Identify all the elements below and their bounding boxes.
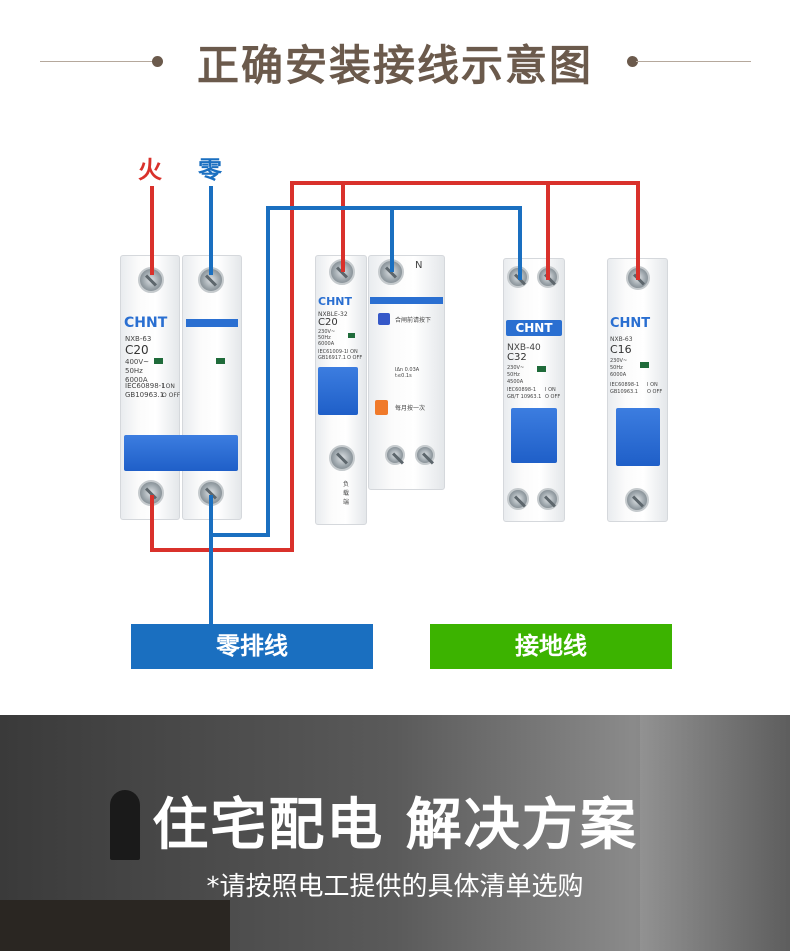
status-indicator (216, 358, 225, 364)
model-label: NXB-63 (125, 335, 152, 343)
terminal-screw-icon (537, 488, 559, 510)
standard: GB10963.1 (610, 389, 638, 395)
rating-label: C20 (125, 343, 149, 357)
terminal-screw-icon (329, 259, 355, 285)
neutral-bar: 零排线 (131, 624, 373, 669)
standard: IEC60898-1 (610, 382, 640, 388)
brand-logo: CHNT (318, 295, 352, 308)
neutral-label: 零 (198, 156, 222, 184)
nightstand (0, 900, 230, 951)
terminal-screw-icon (198, 267, 224, 293)
terminal-screw-icon (329, 445, 355, 471)
terminal-screw-icon (507, 266, 529, 288)
spec: 6000A (610, 372, 627, 378)
on-label: I ON (545, 387, 556, 393)
terminal-screw-icon (507, 488, 529, 510)
live-label: 火 (138, 156, 162, 184)
title-divider-right (636, 61, 751, 62)
breaker-handle[interactable] (318, 367, 358, 415)
breaker-handle[interactable] (616, 408, 660, 466)
on-label: I ON (162, 383, 175, 390)
spec: 50Hz (507, 372, 520, 378)
on-label: I ON (647, 382, 658, 388)
terminal-screw-icon (385, 445, 405, 465)
standard: IEC60898-1 (507, 387, 537, 393)
title-dot-left (152, 56, 163, 67)
brand-stripe (186, 319, 238, 327)
rating-label: C20 (318, 317, 338, 328)
off-label: O OFF (545, 394, 561, 400)
terminal-screw-icon (415, 445, 435, 465)
breaker-handle[interactable] (124, 435, 238, 471)
off-label: O OFF (162, 392, 181, 399)
spec: 6000A (318, 341, 335, 347)
room-background (0, 715, 790, 951)
spec: 50Hz (125, 367, 143, 375)
standard: GB/T 10963.1 (507, 394, 542, 400)
standard: GB16917.1 (318, 355, 346, 361)
rating-label: C32 (507, 352, 527, 363)
spec: 6000A (125, 376, 148, 384)
ground-bar: 接地线 (430, 624, 672, 669)
status-indicator (154, 358, 163, 364)
test-button[interactable] (375, 400, 388, 415)
brand-logo: CHNT (124, 315, 168, 331)
rcd-spec: t≤0.1s (395, 373, 412, 379)
reset-note: 合闸前请按下 (395, 317, 432, 324)
brand-logo: CHNT (506, 320, 562, 336)
spec: 50Hz (610, 365, 623, 371)
spec: 400V~ (125, 358, 150, 366)
standard: IEC60898-1 (125, 382, 166, 390)
page-title: 正确安装接线示意图 (196, 41, 593, 90)
title-dot-right (627, 56, 638, 67)
terminal-screw-icon (537, 266, 559, 288)
title-divider-left (40, 61, 155, 62)
spec: 4500A (507, 379, 524, 385)
banner-headline: 住宅配电 解决方案 (152, 793, 638, 858)
rating-label: C16 (610, 343, 632, 356)
terminal-screw-icon (626, 266, 650, 290)
breaker-handle[interactable] (511, 408, 557, 463)
terminal-screw-icon (625, 488, 649, 512)
off-label: O OFF (347, 355, 363, 361)
spec: 230V~ (507, 365, 525, 371)
neutral-terminal-label: N (415, 260, 423, 271)
terminal-screw-icon (138, 267, 164, 293)
status-indicator (348, 333, 355, 338)
spec: 230V~ (610, 358, 628, 364)
standard: GB10963.1 (125, 391, 165, 399)
off-label: O OFF (647, 389, 663, 395)
reset-button[interactable] (378, 313, 390, 325)
banner-note: *请按照电工提供的具体清单选购 (206, 872, 584, 902)
terminal-screw-icon (378, 259, 404, 285)
terminal-screw-icon (198, 480, 224, 506)
lamp-icon (110, 790, 140, 860)
test-note: 每月按一次 (395, 405, 426, 412)
load-label: 负载端 (343, 481, 350, 506)
brand-stripe (370, 297, 443, 304)
status-indicator (640, 362, 649, 368)
curtain (640, 715, 790, 951)
status-indicator (537, 366, 546, 372)
terminal-screw-icon (138, 480, 164, 506)
brand-logo: CHNT (610, 316, 651, 331)
